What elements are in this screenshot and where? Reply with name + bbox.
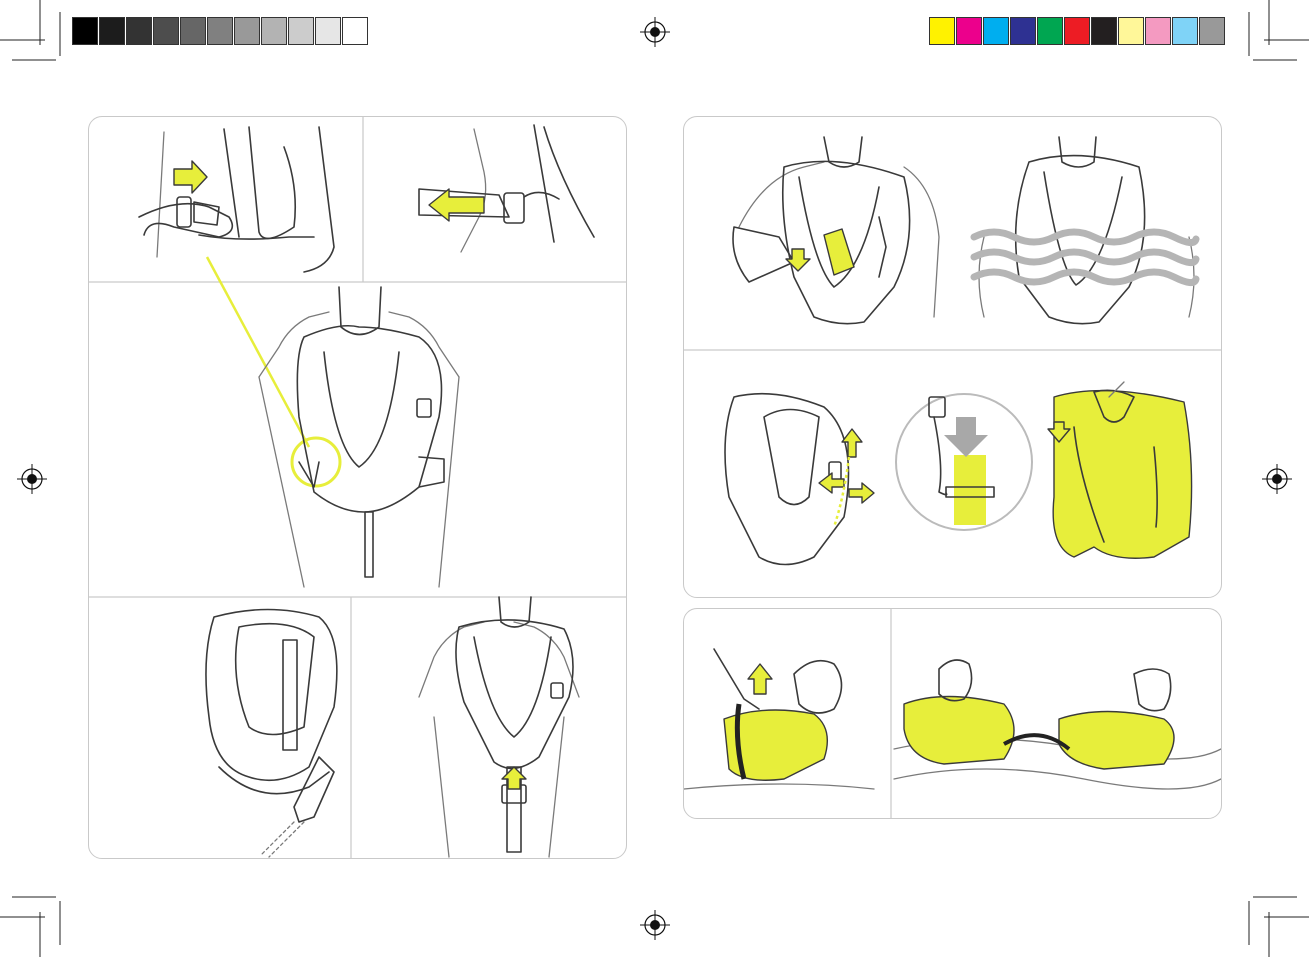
color-swatch	[153, 17, 179, 45]
color-swatch	[1145, 17, 1171, 45]
color-swatch	[234, 17, 260, 45]
step-rearm-pull-out	[725, 394, 874, 565]
arrow-up-icon	[748, 664, 772, 694]
step-vest-rear-strap	[206, 610, 337, 858]
color-swatch	[288, 17, 314, 45]
color-swatch	[180, 17, 206, 45]
fitting-instructions-panel	[88, 116, 627, 859]
step-vest-front	[259, 287, 459, 587]
color-swatch	[929, 17, 955, 45]
color-swatch	[261, 17, 287, 45]
rescue-instructions-panel	[683, 608, 1222, 819]
fitting-illustrations	[89, 117, 626, 858]
step-vest-crotch-strap	[419, 597, 579, 857]
registration-mark-icon	[640, 910, 670, 940]
color-swatch	[315, 17, 341, 45]
color-swatch	[207, 17, 233, 45]
arrow-right-icon	[174, 161, 207, 193]
step-tow-partner	[894, 660, 1221, 789]
color-swatch	[1118, 17, 1144, 45]
step-strap-pull	[419, 125, 594, 252]
color-swatch	[1037, 17, 1063, 45]
water-waves-icon	[974, 232, 1196, 283]
color-swatch	[1091, 17, 1117, 45]
color-swatch	[342, 17, 368, 45]
step-check-cylinder	[896, 394, 1032, 530]
grayscale-calibration-bar	[72, 17, 369, 45]
arrow-down-icon	[786, 249, 810, 271]
color-swatch	[99, 17, 125, 45]
step-inflated-vest	[1048, 382, 1192, 558]
step-pull-inflation-handle	[733, 137, 939, 324]
registration-mark-icon	[17, 464, 47, 494]
step-lift-handle	[684, 649, 874, 789]
color-swatch	[126, 17, 152, 45]
registration-mark-icon	[640, 17, 670, 47]
color-swatch	[956, 17, 982, 45]
color-swatch	[1172, 17, 1198, 45]
inflation-instructions-panel	[683, 116, 1222, 598]
step-buckle-tighten	[139, 127, 334, 272]
color-swatch	[983, 17, 1009, 45]
step-water-activation	[974, 137, 1196, 324]
color-swatch	[1199, 17, 1225, 45]
inflation-illustrations	[684, 117, 1221, 597]
color-swatch	[72, 17, 98, 45]
rescue-illustrations	[684, 609, 1221, 818]
registration-mark-icon	[1262, 464, 1292, 494]
color-calibration-bar	[929, 17, 1226, 45]
arrow-right-icon	[849, 483, 874, 503]
color-swatch	[1064, 17, 1090, 45]
color-swatch	[1010, 17, 1036, 45]
